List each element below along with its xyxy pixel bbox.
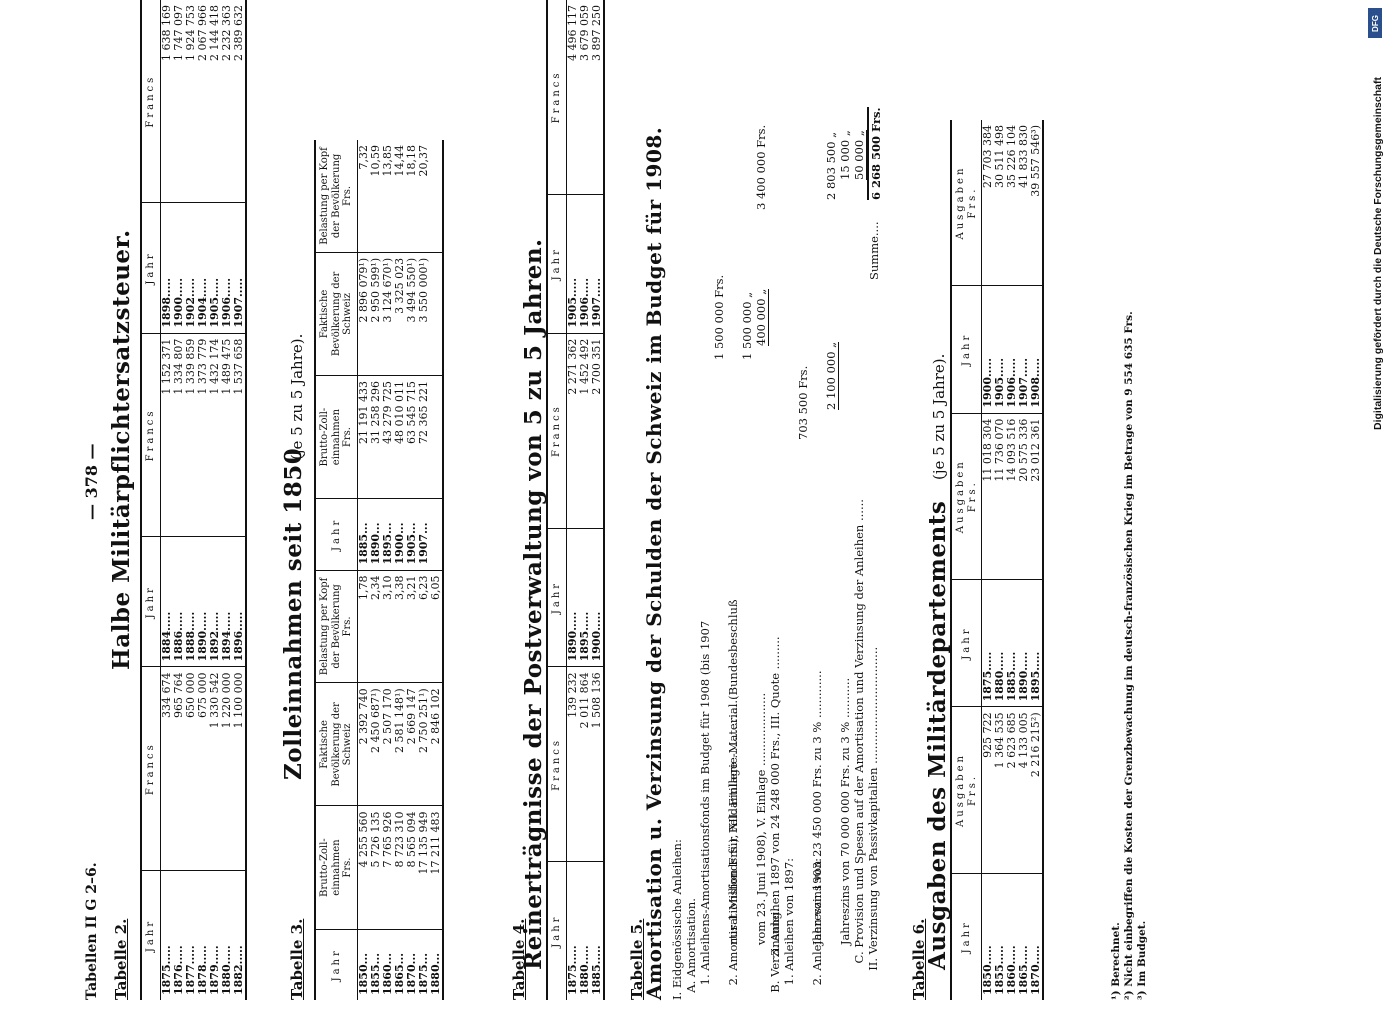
header-left: Tabellen II G 2–6. <box>84 862 100 1000</box>
table-6: Jahr Ausgaben Frs. Jahr Ausgaben Frs. Ja… <box>950 120 1044 1000</box>
table-2-label: Tabelle 2. <box>112 918 130 1000</box>
page-header: Tabellen II G 2–6. — 378 — <box>80 0 104 1000</box>
table-3: Jahr Brutto-Zoll-einnahmen Frs. Faktisch… <box>314 140 444 1000</box>
list-item: vom 23. Juni 1908), V. Einlage .........… <box>740 291 768 971</box>
table-2: Jahr Francs Jahr Francs Jahr Francs 1875… <box>140 0 247 1000</box>
rotated-page: Tabellen II G 2–6. — 378 — Tabelle 2. Ha… <box>80 0 1170 1000</box>
page-number: — 378 — <box>82 443 101 520</box>
footnote: ²) Nicht einbegriffen die Kosten der Gre… <box>1123 311 1135 1000</box>
list-item: A. Amortisation. <box>684 898 698 1000</box>
value-subtotal: 3 400 000 Frs. <box>754 124 768 210</box>
table-3-subtitle: (je 5 zu 5 Jahre). <box>288 333 306 460</box>
table-2-title: Halbe Militärpflichtersatzsteuer. <box>108 229 135 670</box>
table-3-title: Zolleinnahmen seit 1850 <box>280 447 307 780</box>
table-row: 1875..... 1876..... 1877..... 1878..... … <box>160 0 246 1000</box>
table-3-section: Tabelle 3. Zolleinnahmen seit 1850 (je 5… <box>280 0 444 1000</box>
value-amount: 1 500 000 Frs. <box>712 274 726 360</box>
list-item: 3. Anleihen 1897 von 24 248 000 Frs., II… <box>754 124 782 971</box>
footnotes: ¹) Berechnet. ²) Nicht einbegriffen die … <box>1110 0 1149 1000</box>
amortisation-list: I. Eidgenössische Anleihen: A. Amortisat… <box>670 0 883 1000</box>
list-item: Jahreszins von 23 450 000 Frs. zu 3 % ..… <box>796 365 824 971</box>
sum-value: 6 268 500 Frs. <box>867 107 883 200</box>
sum-label: Summe.... <box>867 221 881 280</box>
table-6-title: Ausgaben des Militärdepartements <box>924 500 951 970</box>
value-amount: 1 500 000 „ <box>740 291 754 360</box>
list-item: I. Eidgenössische Anleihen: <box>670 839 684 1000</box>
value-amount: 703 500 Frs. <box>796 365 810 440</box>
table-6-section: Tabelle 6. Ausgaben des Militärdeparteme… <box>910 0 1044 1000</box>
value-amount: 15 000 „ <box>838 130 852 180</box>
dfg-logo: DFG <box>1368 8 1382 38</box>
table-2-section: Tabelle 2. Halbe Militärpflichtersatzste… <box>108 0 247 1000</box>
table-5-section: Tabelle 5. Amortisation u. Verzinsung de… <box>628 0 883 1000</box>
list-item: Jahreszins von 70 000 000 Frs. zu 3 % ..… <box>824 131 852 971</box>
table-4-section: Tabelle 4. Reinerträgnisse der Postverwa… <box>510 0 605 1000</box>
digitization-note: Digitalisierung gefördert durch die Deut… <box>1372 40 1383 1030</box>
footnote: ¹) Berechnet. <box>1110 922 1122 1000</box>
table-5-title: Amortisation u. Verzinsung der Schulden … <box>642 126 666 1000</box>
table-header-row: Jahr Brutto-Zoll-einnahmen Frs. Faktisch… <box>315 140 357 1000</box>
value-subtotal: 2 803 500 „ <box>824 131 838 200</box>
table-header-row: Jahr Francs Jahr Francs Jahr Francs <box>547 0 566 1000</box>
footnote: ³) Im Budget. <box>1136 920 1148 1000</box>
table-4: Jahr Francs Jahr Francs Jahr Francs 1875… <box>546 0 605 1000</box>
table-row: 1875..... 1880..... 1885..... 139 232 2 … <box>566 0 604 1000</box>
sum-row: Summe.... 6 268 500 Frs. <box>866 0 883 1000</box>
table-6-subtitle: (je 5 zu 5 Jahre). <box>930 353 948 480</box>
digitization-text: Digitalisierung gefördert durch die Deut… <box>1372 77 1383 430</box>
value-amount: 2 100 000 „ <box>824 341 839 410</box>
list-item: nur 1 Million Frs.), XII. Einlage ......… <box>712 274 740 971</box>
list-item: 1. Anleihen von 1897: <box>782 857 796 1000</box>
table-header-row: Jahr Ausgaben Frs. Jahr Ausgaben Frs. Ja… <box>951 120 982 1000</box>
list-item: C. Provision und Spesen auf der Amortisa… <box>838 130 866 971</box>
table-header-row: Jahr Francs Jahr Francs Jahr Francs <box>141 0 160 1000</box>
list-item: II. Verzinsung von Passivkapitalien ....… <box>852 130 880 971</box>
list-item: 2. Amortisationsfonds für Feldartillerie… <box>726 599 740 1000</box>
table-4-title: Reinerträgnisse der Postverwaltung von 5… <box>520 238 547 970</box>
list-item: 1. Anleihens-Amortisationsfonds im Budge… <box>698 620 712 1000</box>
list-item: 2. Anleihen von 1903: <box>810 857 824 1000</box>
table-row: 1850... 1855... 1860... 1865... 1870... … <box>357 140 443 1000</box>
table-row: 1850..... 1855..... 1860..... 1865..... … <box>981 120 1043 1000</box>
value-amount: 400 000 „ <box>754 288 769 346</box>
value-amount: 50 000 „ <box>852 130 867 180</box>
list-item: B. Verzinsung. <box>768 908 782 1000</box>
table-3-label: Tabelle 3. <box>288 918 306 1000</box>
